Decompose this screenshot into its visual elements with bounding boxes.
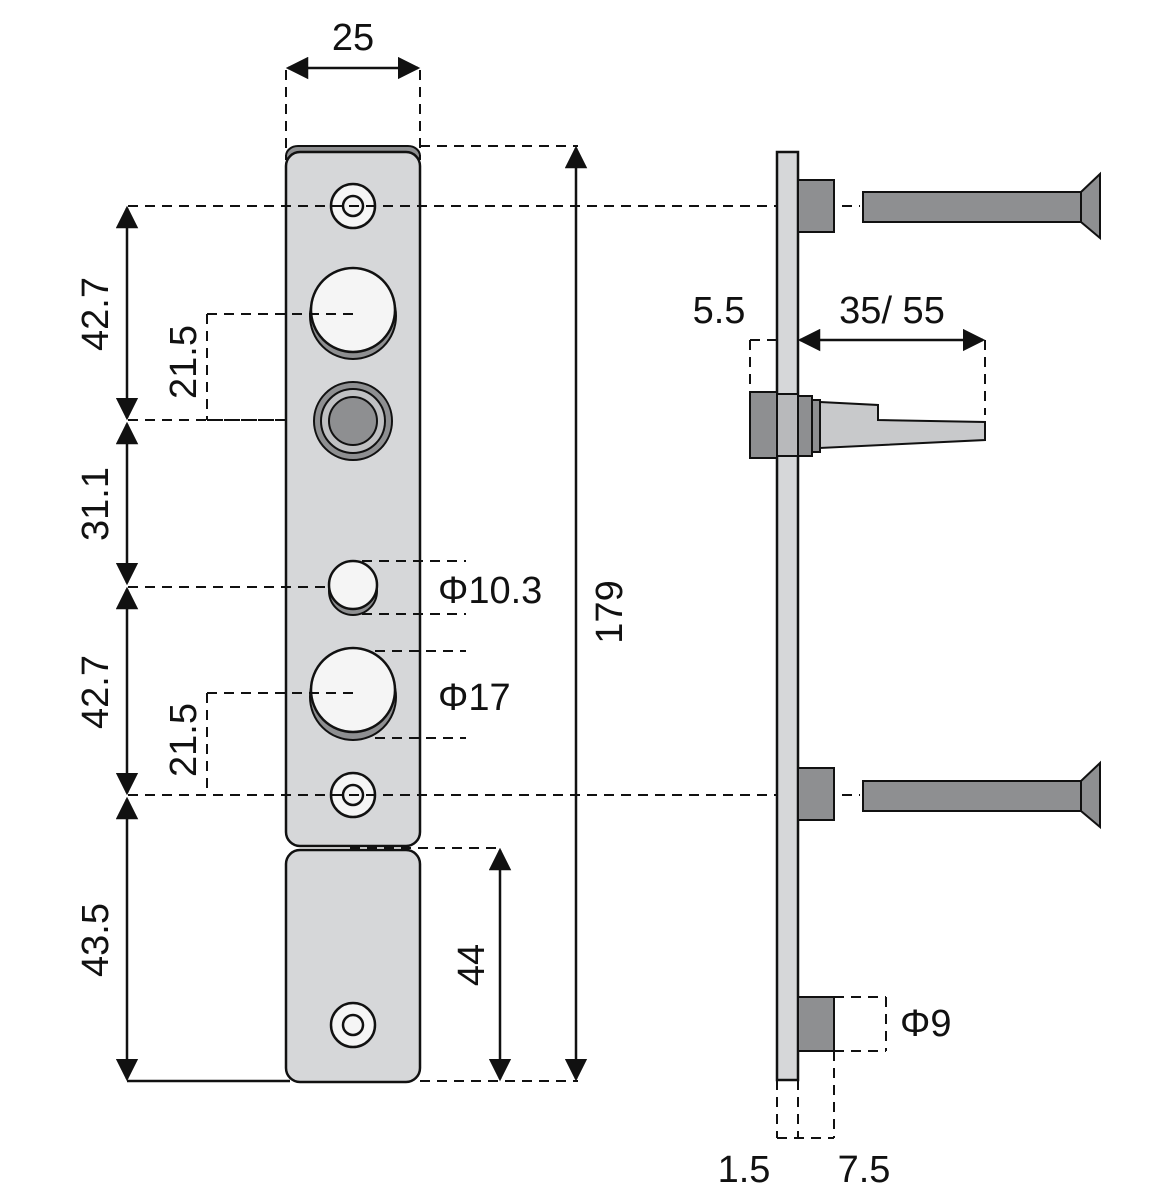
large-hole-label: Φ17	[438, 677, 511, 719]
screw-hole-bottom	[329, 1001, 377, 1049]
upper-spacing-label: 42.7	[75, 277, 117, 351]
reach-label: 35/ 55	[839, 290, 945, 332]
bottom-pin	[797, 996, 835, 1052]
ring-hole	[313, 381, 393, 461]
small-hole-callout: Φ10.3	[362, 560, 542, 615]
total-height-dimension: 179	[420, 145, 631, 1082]
offset-dimension: 5.5	[693, 290, 776, 392]
thickness-dimensions: 1.5 7.5	[718, 1051, 891, 1191]
screw-lower	[797, 760, 1101, 830]
upper-plate	[284, 150, 422, 848]
width-label: 25	[332, 17, 374, 59]
pin-length-label: 7.5	[838, 1149, 891, 1191]
large-hole-upper	[309, 266, 397, 360]
lower-half-spacing-label: 21.5	[163, 703, 205, 777]
reach-dimension: 35/ 55	[797, 290, 986, 415]
bottom-spacing-label: 43.5	[75, 903, 117, 977]
lower-spacing-label: 42.7	[75, 655, 117, 729]
large-hole-lower	[309, 646, 397, 741]
small-hole	[327, 559, 379, 616]
pin-diameter-label: Φ9	[900, 1003, 951, 1045]
lower-plate	[284, 848, 422, 1084]
adjuster-assembly	[749, 391, 986, 459]
pin-diameter-callout: Φ9	[834, 996, 951, 1052]
lower-block-label: 44	[451, 944, 493, 986]
lower-block-dimension: 44	[350, 847, 512, 1082]
small-hole-label: Φ10.3	[438, 570, 542, 612]
upper-half-spacing: 21.5	[163, 313, 353, 421]
plate-thickness-label: 1.5	[718, 1149, 771, 1191]
side-view: 5.5 35/ 55 Φ9 1.5 7.5	[693, 150, 1101, 1191]
total-height-label: 179	[589, 580, 631, 643]
upper-half-spacing-label: 21.5	[163, 325, 205, 399]
offset-label: 5.5	[693, 290, 746, 332]
middle-spacing-label: 31.1	[75, 467, 117, 541]
front-view: 25 179 42.7 31.1 42.7 43.5	[75, 17, 860, 1084]
side-plate	[775, 150, 800, 1082]
width-dimension: 25	[285, 17, 421, 160]
lower-half-spacing: 21.5	[163, 692, 353, 795]
left-dimensions: 42.7 31.1 42.7 43.5	[75, 205, 290, 1083]
screw-top	[797, 171, 1101, 241]
large-hole-callout: Φ17	[375, 650, 511, 739]
